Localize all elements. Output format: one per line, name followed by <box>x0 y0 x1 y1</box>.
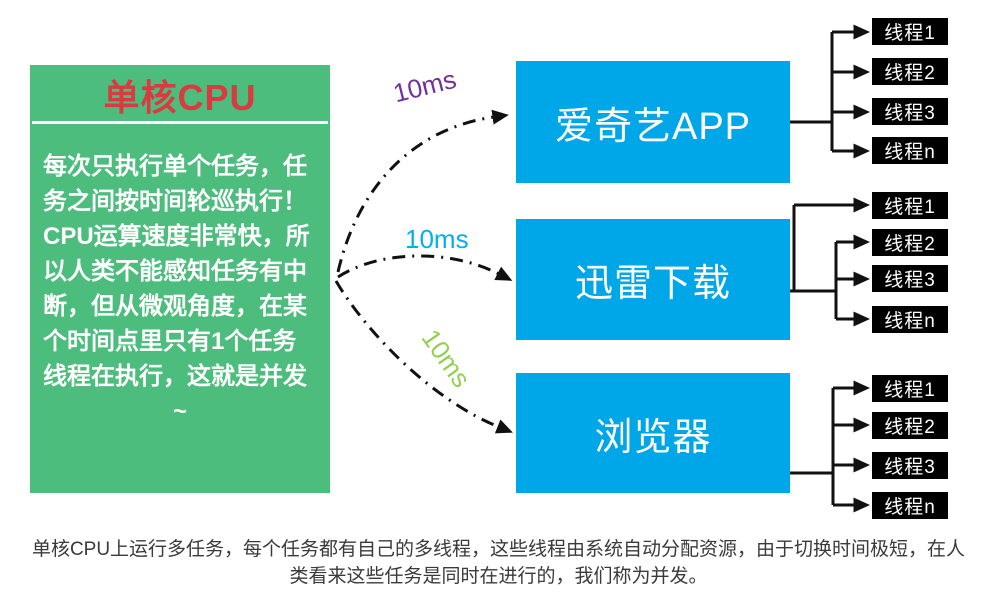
cpu-to-xunlei-arrow <box>337 254 513 281</box>
arrow-label-10ms-purple: 10ms <box>390 63 460 109</box>
task-box-browser: 浏览器 <box>516 373 790 493</box>
xunlei-thread-tree <box>790 205 838 319</box>
thread-box: 线程2 <box>872 58 948 85</box>
arrow-label-10ms-green: 10ms <box>415 323 477 393</box>
cpu-panel-body: 每次只执行单个任务，任务之间按时间轮巡执行！CPU运算速度非常快，所以人类不能感… <box>43 153 310 390</box>
thread-box: 线程n <box>872 137 948 164</box>
thread-box: 线程3 <box>872 98 948 125</box>
cpu-panel-divider <box>32 121 328 124</box>
thread-box: 线程2 <box>872 229 948 256</box>
thread-box: 线程3 <box>872 265 948 292</box>
cpu-panel-title: 单核CPU <box>103 77 257 118</box>
caption-line-1: 单核CPU上运行多任务，每个任务都有自己的多线程，这些线程由系统自动分配资源，由… <box>31 539 966 560</box>
task-box-xunlei-download: 迅雷下载 <box>516 219 790 340</box>
cpu-panel: 单核CPU 每次只执行单个任务，任务之间按时间轮巡执行！CPU运算速度非常快，所… <box>30 65 330 493</box>
cpu-to-browser-arrow <box>334 280 513 434</box>
thread-box: 线程1 <box>872 375 948 402</box>
thread-box: 线程1 <box>872 18 948 45</box>
thread-box: 线程n <box>872 306 948 333</box>
caption-line-2: 类看来这些任务是同时在进行的，我们称为并发。 <box>289 566 708 587</box>
browser-thread-tree <box>790 388 835 505</box>
arrow-label-10ms-blue: 10ms <box>405 224 469 254</box>
thread-box: 线程1 <box>872 192 948 219</box>
task-box-iqiyi-app: 爱奇艺APP <box>516 61 790 183</box>
thread-box: 线程2 <box>872 412 948 439</box>
thread-box: 线程3 <box>872 452 948 479</box>
thread-box: 线程n <box>872 492 948 519</box>
iqiyi-thread-tree <box>790 32 834 151</box>
cpu-panel-tilde: ~ <box>172 398 187 425</box>
caption: 单核CPU上运行多任务，每个任务都有自己的多线程，这些线程由系统自动分配资源，由… <box>0 536 997 590</box>
